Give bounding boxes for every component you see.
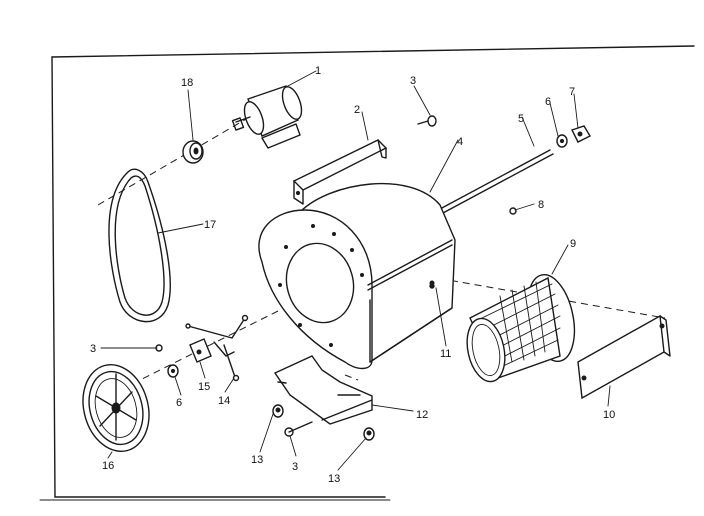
blower-wheel	[466, 274, 576, 383]
label-part-14: 14	[218, 395, 230, 407]
leader-lines	[100, 70, 611, 471]
label-part-13-right: 13	[328, 473, 340, 485]
part-labels: 1 2 3 3 3 4 5 6 6 7 8 9 10 11 12 13 13 1…	[90, 65, 615, 485]
belt-tension-arm	[185, 314, 249, 382]
grommet-right	[363, 427, 375, 441]
motor	[231, 85, 303, 149]
label-part-6-bottom: 6	[176, 397, 182, 409]
label-part-8: 8	[538, 199, 544, 211]
label-part-15: 15	[198, 381, 210, 393]
label-part-12: 12	[416, 409, 428, 421]
label-part-13-left: 13	[251, 454, 263, 466]
label-part-3-top: 3	[410, 75, 416, 87]
motor-pulley	[182, 140, 204, 164]
label-part-3-left: 3	[90, 343, 96, 355]
label-part-16: 16	[102, 460, 114, 472]
label-part-1: 1	[315, 65, 321, 77]
bolt-bottom	[284, 421, 313, 437]
motor-mount-bracket	[292, 139, 388, 205]
blower-housing	[258, 182, 456, 370]
bolt-top	[417, 115, 437, 127]
diagram-frame	[39, 45, 695, 501]
mounting-base	[273, 355, 373, 425]
label-part-4: 4	[457, 136, 463, 148]
grommet-left	[272, 404, 284, 418]
pulley-collar	[167, 364, 179, 378]
label-part-6-top: 6	[545, 96, 551, 108]
label-part-3-bottom: 3	[292, 461, 298, 473]
housing-screw	[429, 283, 435, 289]
label-part-17: 17	[204, 219, 216, 231]
label-part-9: 9	[570, 238, 576, 250]
blower-pulley	[82, 363, 150, 453]
bearing-block	[189, 338, 212, 363]
label-part-10: 10	[603, 409, 615, 421]
label-part-2: 2	[354, 104, 360, 116]
cutoff-plate	[577, 314, 671, 400]
set-screw	[509, 207, 517, 215]
v-belt	[108, 168, 171, 323]
label-part-7: 7	[569, 86, 575, 98]
label-part-18: 18	[181, 77, 193, 89]
blower-shaft	[435, 149, 554, 217]
label-part-5: 5	[518, 113, 524, 125]
shaft-collar	[556, 134, 568, 148]
bearing	[571, 125, 591, 143]
label-part-11: 11	[440, 348, 451, 360]
